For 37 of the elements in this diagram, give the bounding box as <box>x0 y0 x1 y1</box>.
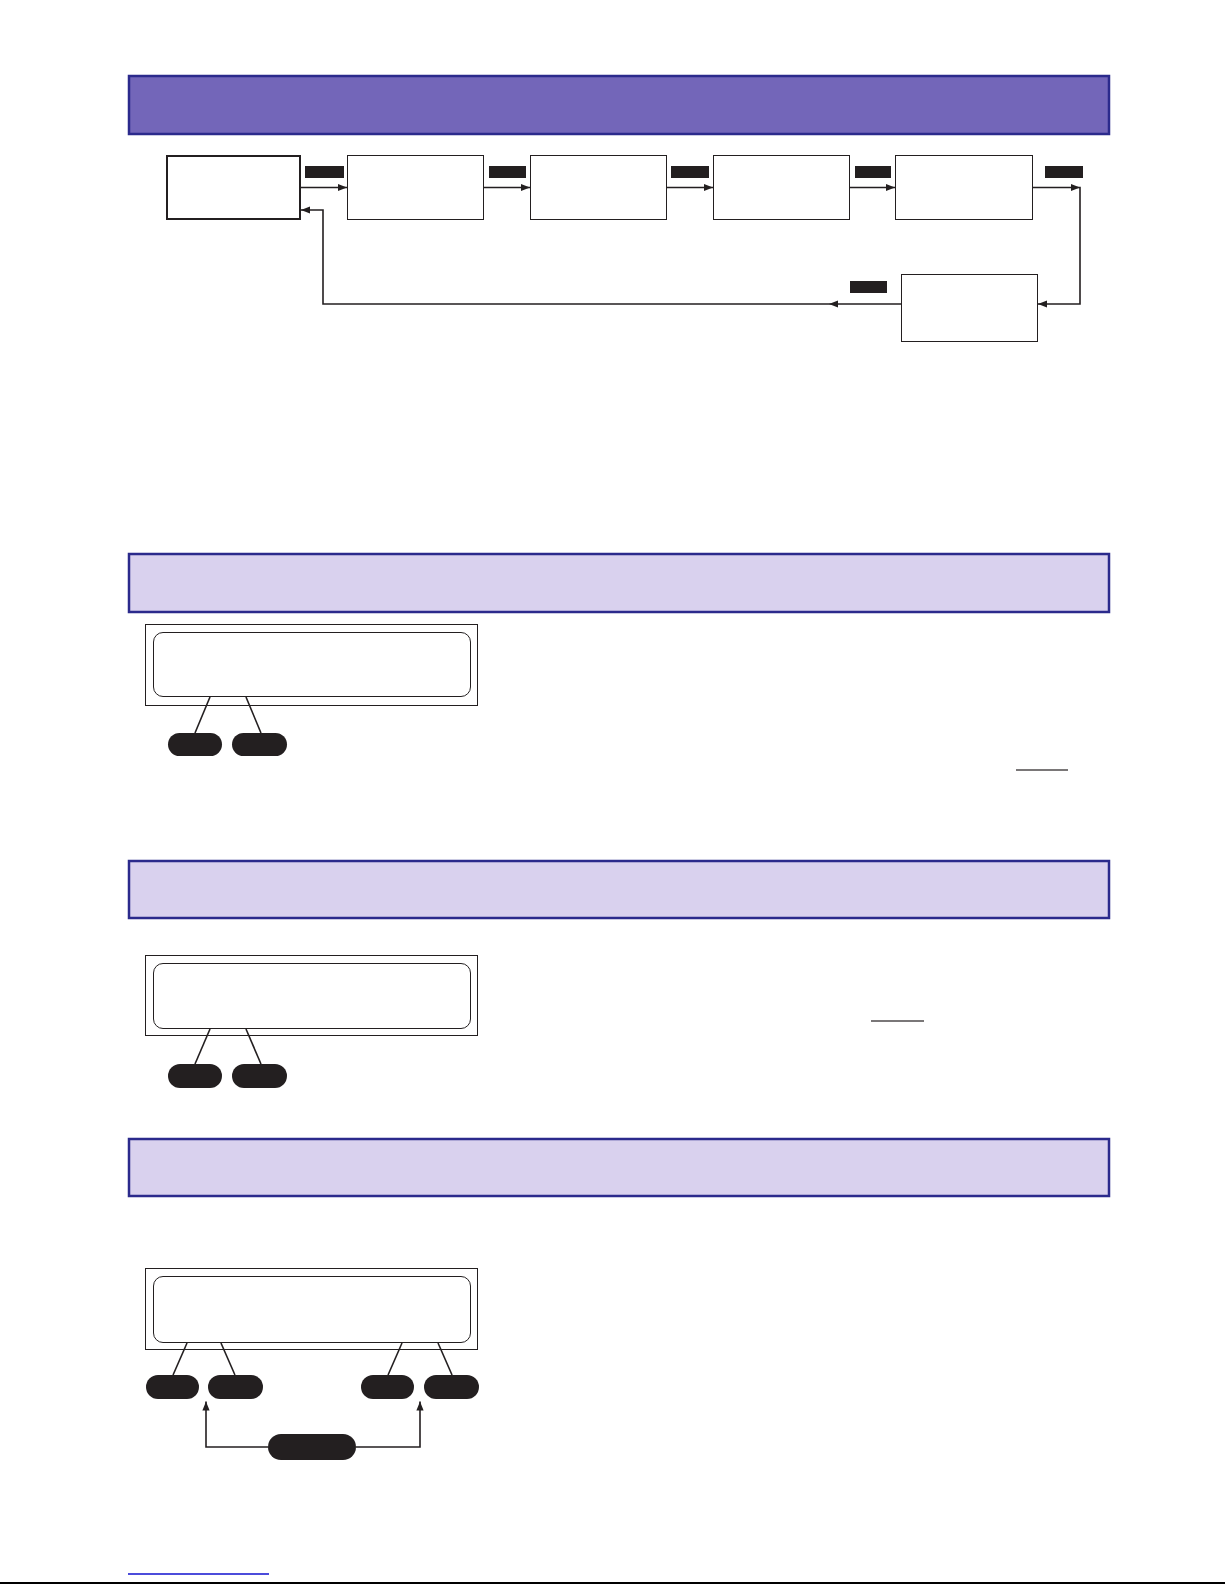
display-frame <box>145 955 478 1036</box>
flow-arrow <box>483 183 531 192</box>
step-box <box>347 155 484 220</box>
callout-pill <box>168 733 222 756</box>
step-box <box>713 155 850 220</box>
step-box <box>895 155 1033 220</box>
flow-arrow <box>666 183 714 192</box>
callout-pill <box>168 1064 222 1088</box>
callout-pill <box>232 1064 287 1088</box>
lcd-display <box>152 962 471 1029</box>
bracket-arrow <box>202 1400 269 1448</box>
flow-arrow <box>300 183 348 192</box>
callout-pill <box>146 1375 199 1399</box>
step-box <box>166 155 301 220</box>
callout-pill <box>232 733 287 756</box>
flow-arrow <box>849 183 896 192</box>
leader-line <box>245 1028 262 1065</box>
lcd-display <box>152 631 471 697</box>
callout-pill <box>424 1375 479 1399</box>
leader-line <box>194 1028 211 1065</box>
leader-line <box>387 1342 403 1376</box>
display-frame <box>145 624 478 706</box>
lcd-display <box>152 1275 471 1343</box>
leader-line <box>172 1342 188 1376</box>
leader-line <box>220 1342 236 1376</box>
step-box <box>530 155 667 220</box>
return-arrow <box>300 206 902 305</box>
step-box <box>901 274 1038 342</box>
leader-line <box>245 696 262 734</box>
leader-line <box>194 696 211 734</box>
bracket-arrow <box>355 1400 424 1448</box>
callout-pill <box>268 1434 356 1460</box>
display-frame <box>145 1268 478 1350</box>
callout-pill <box>361 1375 414 1399</box>
callout-pill <box>208 1375 263 1399</box>
flow-arrow <box>1032 186 1081 308</box>
leader-line <box>437 1342 453 1376</box>
